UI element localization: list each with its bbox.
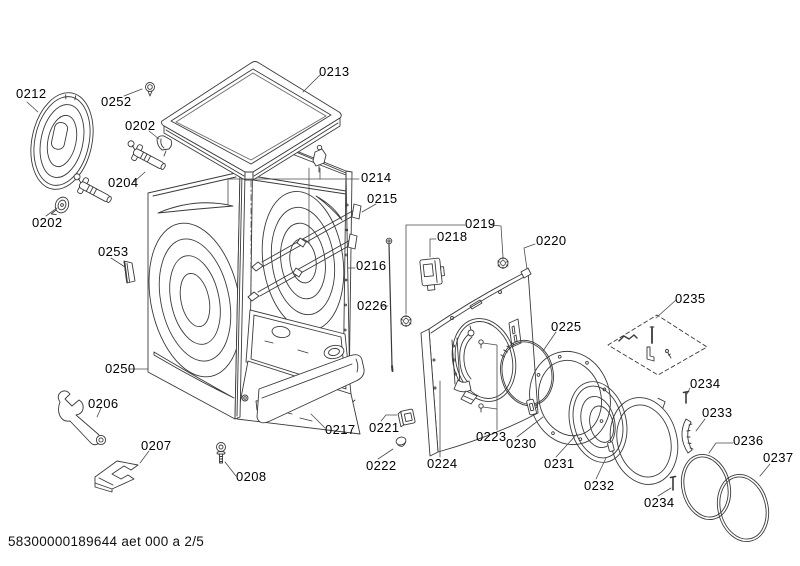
part-0237-ring (711, 469, 776, 547)
part-label-0217: 0217 (325, 422, 356, 437)
part-label-0215: 0215 (367, 191, 398, 206)
part-label-0212: 0212 (16, 86, 47, 101)
part-0204-hinges (68, 139, 169, 208)
part-0208-bolt (217, 443, 226, 464)
part-0250-cabinet (136, 134, 361, 434)
part-label-0206: 0206 (88, 396, 119, 411)
part-label-0226: 0226 (357, 298, 388, 313)
part-label-0230: 0230 (506, 436, 537, 451)
part-label-0220: 0220 (536, 233, 567, 248)
part-label-0213: 0213 (319, 64, 350, 79)
part-label-0235: 0235 (675, 291, 706, 306)
part-0222-cap (395, 436, 407, 447)
part-0231-door-glass (561, 375, 635, 468)
part-label-0214: 0214 (361, 170, 392, 185)
part-0252-screw (146, 83, 155, 97)
part-0232-door-ring (598, 390, 686, 492)
part-0202-hinge-bushing-bottom (51, 195, 71, 218)
part-0221-latch-clip (398, 409, 416, 427)
part-label-0207: 0207 (141, 438, 172, 453)
part-label-0223: 0223 (476, 429, 507, 444)
part-0215-shipping-bars (248, 204, 361, 301)
part-0219-nuts (401, 258, 508, 327)
part-label-0231: 0231 (544, 456, 575, 471)
part-label-0224: 0224 (427, 456, 458, 471)
part-label-0216: 0216 (356, 258, 387, 273)
part-0217-plinth (257, 355, 364, 423)
document-number: 58300000189644 aet 000 a 2/5 (8, 534, 205, 549)
part-0234-pins (671, 392, 689, 491)
part-label-0234-bottom: 0234 (644, 495, 675, 510)
part-0218-door-lock (420, 258, 446, 291)
part-label-0237: 0237 (763, 450, 794, 465)
part-label-0252: 0252 (101, 94, 132, 109)
part-label-0233: 0233 (702, 405, 733, 420)
leader-lines (27, 75, 770, 496)
part-label-0225: 0225 (551, 319, 582, 334)
part-0213-worktop (161, 62, 341, 181)
part-label-0232: 0232 (584, 478, 615, 493)
part-0223-screws (479, 340, 483, 412)
part-label-0218: 0218 (437, 229, 468, 244)
part-label-0204: 0204 (108, 175, 139, 190)
part-0236-ring (675, 449, 738, 525)
part-label-0250: 0250 (105, 361, 136, 376)
part-0226-rod (386, 238, 392, 371)
part-label-0253: 0253 (98, 244, 129, 259)
part-0224-front-panel (421, 268, 538, 456)
part-label-0221: 0221 (369, 420, 400, 435)
part-0207-transport-bracket (95, 461, 138, 492)
part-label-0219: 0219 (465, 216, 496, 231)
part-0206-wrench (58, 391, 105, 445)
part-label-0234-top: 0234 (690, 376, 721, 391)
part-0233-hinge-strip (682, 419, 693, 453)
part-label-0202-bottom: 0202 (32, 215, 63, 230)
part-0202-hinge-bushing-top (157, 136, 172, 156)
part-label-0222: 0222 (366, 458, 397, 473)
part-0212-lid-seal (22, 87, 101, 195)
part-0253-bracket (124, 261, 135, 283)
part-label-0202-top: 0202 (125, 118, 156, 133)
part-label-0208: 0208 (236, 469, 267, 484)
part-0235-repair-kit (608, 315, 707, 375)
part-label-0236: 0236 (733, 433, 764, 448)
